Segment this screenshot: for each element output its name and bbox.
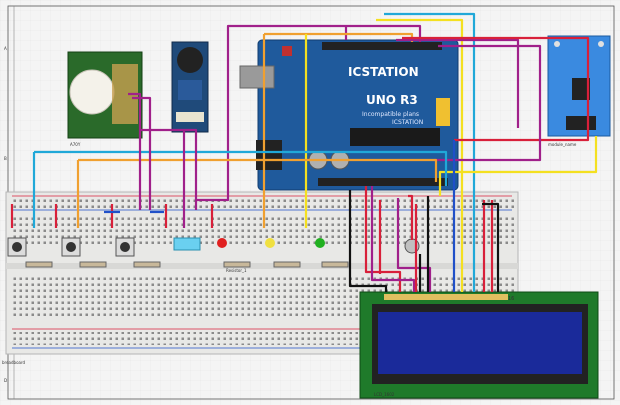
resistor-4 xyxy=(223,261,251,268)
breadboard-upper-terminals xyxy=(10,214,515,246)
wire-magenta-4 xyxy=(396,38,520,128)
lcd-pin-number: 16 xyxy=(508,296,514,302)
lcd-screen xyxy=(378,312,582,374)
sound-sensor-chip xyxy=(178,80,202,100)
wire-red-1 xyxy=(402,36,590,142)
arduino-pcb xyxy=(257,39,459,191)
led-green xyxy=(315,238,325,248)
breadboard-center-channel xyxy=(6,263,518,269)
rfid-chip xyxy=(572,78,590,100)
pir-label: A70Y xyxy=(70,142,81,147)
wire-red-7 xyxy=(364,186,402,292)
wire-yellow-3 xyxy=(438,136,598,196)
arduino-model: UNO R3 xyxy=(366,93,418,107)
rfid-mount-hole-1 xyxy=(554,41,560,47)
icsp-header xyxy=(436,98,450,126)
pir-dome xyxy=(69,69,115,115)
wire-cyan-1 xyxy=(384,12,476,292)
wire-magenta-8 xyxy=(140,128,198,210)
led-red xyxy=(217,238,227,248)
pir-sensor: A70Y xyxy=(67,51,143,147)
rfid-mount-hole-2 xyxy=(598,41,604,47)
wire-magenta-5 xyxy=(434,44,542,162)
push-button-1-cap xyxy=(12,242,22,252)
wire-orange-3 xyxy=(78,158,438,182)
arduino-small-text: ICSTATION xyxy=(392,119,423,126)
power-analog-header xyxy=(318,178,448,186)
resistor-label: Resistor_1 xyxy=(226,268,247,273)
lcd-pin-header xyxy=(384,294,508,300)
wire-red-9 xyxy=(408,194,414,240)
breadboard-top-rail xyxy=(10,196,515,209)
wire-magenta-1 xyxy=(226,24,422,42)
wire-magenta-2 xyxy=(196,40,230,202)
breadboard-components: Resistor_1 xyxy=(7,237,420,273)
push-button-3-cap xyxy=(120,242,130,252)
frame-mark-a: A xyxy=(4,46,7,51)
buzzer xyxy=(173,237,201,251)
arduino-brand: ICSTATION xyxy=(348,65,419,79)
lcd-1602: 16 LCD_1602 xyxy=(359,291,599,399)
rfid-label: module_name xyxy=(548,142,577,147)
resistor-3 xyxy=(133,261,161,268)
wire-magenta-7 xyxy=(132,96,152,210)
wire-cyan-2 xyxy=(34,150,448,186)
frame-mark-b: B xyxy=(4,156,7,161)
wire-magenta-11 xyxy=(396,198,432,292)
arduino-uno-board: ICSTATION UNO R3 Incompatible plans ICST… xyxy=(239,39,459,191)
resistor-6 xyxy=(321,261,349,268)
microphone xyxy=(177,47,203,73)
breadboard: breadboard xyxy=(2,191,519,365)
led-yellow xyxy=(265,238,275,248)
wire-magenta-10 xyxy=(370,186,416,292)
frame-mark-d: D xyxy=(4,378,7,383)
sound-sensor xyxy=(171,41,209,133)
rfid-module: module_name xyxy=(547,35,611,147)
atmega-chip xyxy=(350,128,440,146)
wire-black-4 xyxy=(482,202,500,292)
digital-header xyxy=(322,42,442,50)
usb-connector xyxy=(239,65,275,89)
push-button-2-cap xyxy=(66,242,76,252)
sound-sensor-pins xyxy=(176,112,204,122)
wire-magenta-6 xyxy=(128,92,142,210)
resistor-5 xyxy=(273,261,301,268)
wire-black-2 xyxy=(348,190,388,292)
reset-button xyxy=(282,46,292,56)
resistor-1 xyxy=(25,261,53,268)
resistor-2 xyxy=(79,261,107,268)
wires xyxy=(10,12,598,292)
wire-yellow-2 xyxy=(376,18,464,292)
lcd-label: LCD_1602 xyxy=(374,392,395,397)
power-jack xyxy=(256,140,282,170)
rfid-pins xyxy=(566,116,596,130)
arduino-tagline: Incompatible plans xyxy=(362,111,419,118)
breadboard-label: breadboard xyxy=(2,360,26,365)
